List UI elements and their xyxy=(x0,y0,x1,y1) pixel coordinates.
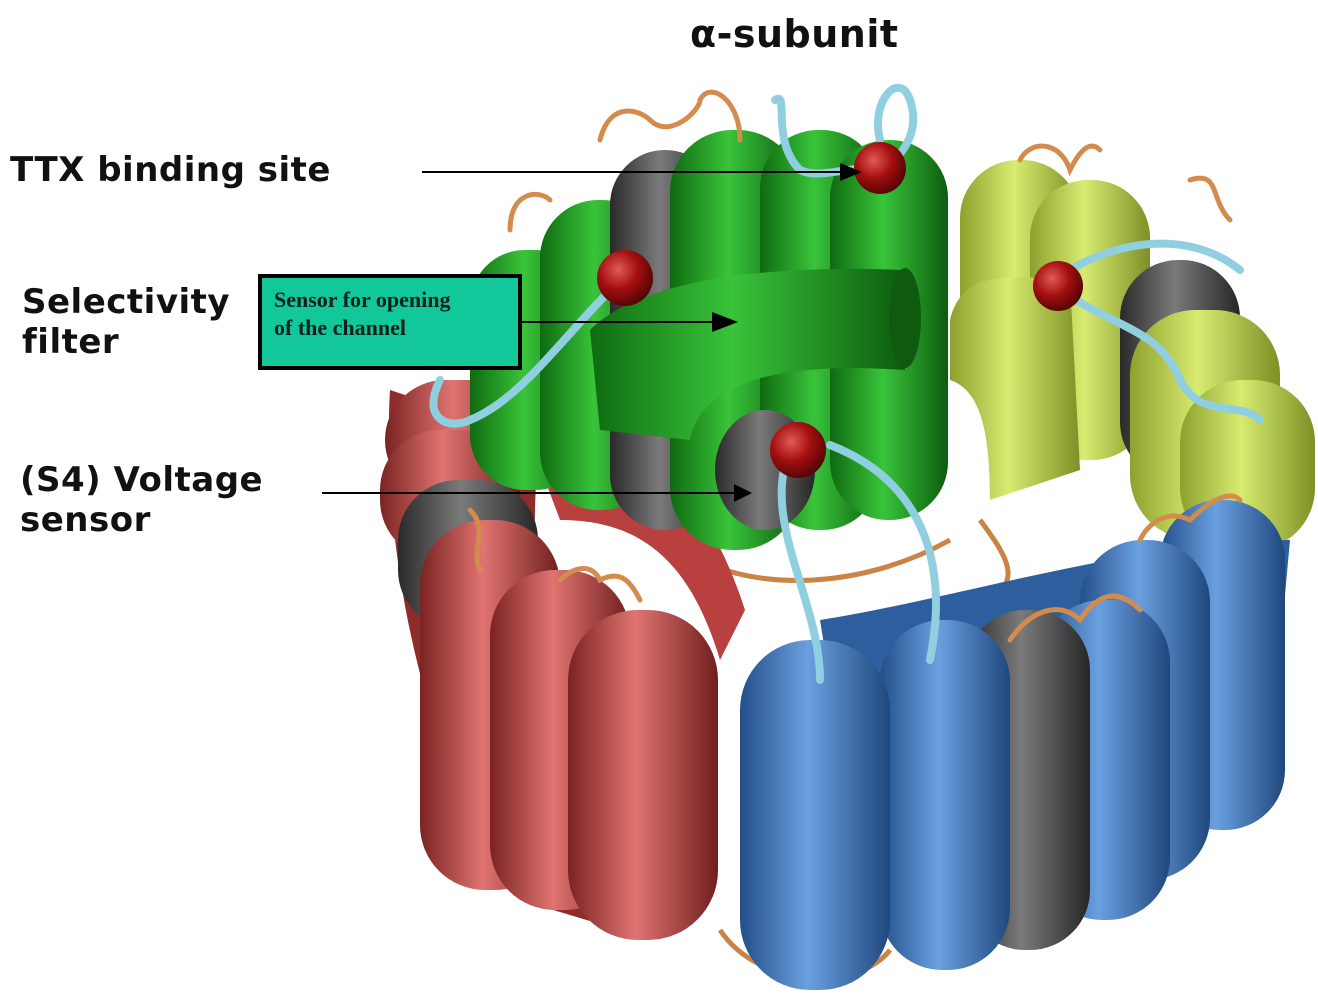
domain-blue xyxy=(740,500,1290,990)
channel-opening-sensor-callout: Sensor for opening of the channel xyxy=(258,274,522,370)
voltage-sensor-label: (S4) Voltage sensor xyxy=(20,460,263,540)
alpha-subunit-title: α-subunit xyxy=(690,12,899,57)
ttx-binding-site-label: TTX binding site xyxy=(10,150,331,190)
selectivity-filter-label: Selectivity filter xyxy=(22,282,230,362)
domain-yellow-green xyxy=(950,160,1315,550)
